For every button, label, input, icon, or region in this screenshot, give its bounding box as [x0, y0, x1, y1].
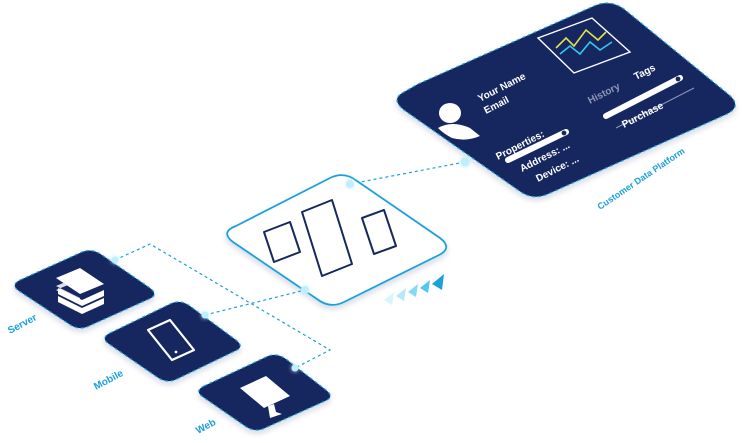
server-unit-1	[56, 268, 104, 294]
web-card	[198, 354, 331, 431]
server-unit-4	[58, 296, 104, 314]
server-label: Server	[6, 312, 39, 336]
web-glow	[291, 364, 299, 372]
mobile-glow	[201, 311, 209, 319]
connector-server-loop	[114, 243, 332, 369]
logo-right-panel	[361, 209, 397, 255]
hub-card	[226, 174, 448, 306]
server-unit-3	[58, 288, 104, 306]
server-glow	[111, 256, 119, 264]
triangle-arrows-icon	[384, 274, 444, 305]
desktop-monitor-icon	[240, 376, 290, 418]
mobile-label: Mobile	[92, 368, 126, 393]
line-chart-icon	[555, 28, 613, 56]
flow-arrow-5	[432, 274, 444, 290]
connectors	[114, 161, 466, 369]
server-card	[14, 249, 155, 329]
history-divider	[615, 87, 695, 129]
chart-series-yellow	[555, 28, 607, 49]
logo-left-panel	[263, 221, 301, 263]
avatar-body	[438, 124, 480, 140]
history-bar	[603, 75, 683, 119]
chart-series-cyan	[559, 40, 613, 56]
smartphone-icon	[146, 318, 196, 362]
cdp-card: Your Name Email Properties: Address: ...…	[396, 2, 736, 198]
hub-glow-top	[346, 180, 354, 188]
chart-panel	[536, 17, 632, 74]
connector-hub-to-cdp	[349, 161, 466, 185]
monitor-stand	[268, 404, 282, 418]
monitor-screen	[240, 376, 290, 408]
flow-arrow-2	[396, 288, 406, 301]
avatar-head	[439, 103, 461, 123]
mobile-card	[104, 301, 241, 382]
flow-arrow-3	[408, 284, 418, 297]
cdp-card-port-glow	[460, 157, 470, 167]
properties-bar	[505, 129, 569, 163]
properties-bar-knob	[561, 130, 567, 136]
server-rack-icon	[56, 268, 104, 314]
phone-body	[146, 318, 196, 362]
mobile-card-bg	[104, 301, 241, 382]
flow-arrow-1	[384, 292, 394, 305]
web-label: Web	[194, 417, 218, 437]
hub-card-bg	[226, 174, 448, 306]
chart-frame	[536, 17, 632, 74]
flow-arrow-4	[420, 280, 430, 293]
logo-center-panel	[301, 199, 353, 277]
hub-glow-bottom	[301, 286, 309, 294]
connector-mobile-to-hub	[204, 289, 306, 316]
segment-logo-icon	[263, 199, 397, 277]
user-avatar-icon	[438, 103, 480, 140]
cdp-card-bg	[396, 2, 736, 198]
phone-button	[174, 350, 178, 354]
history-bar-knob	[675, 76, 681, 82]
